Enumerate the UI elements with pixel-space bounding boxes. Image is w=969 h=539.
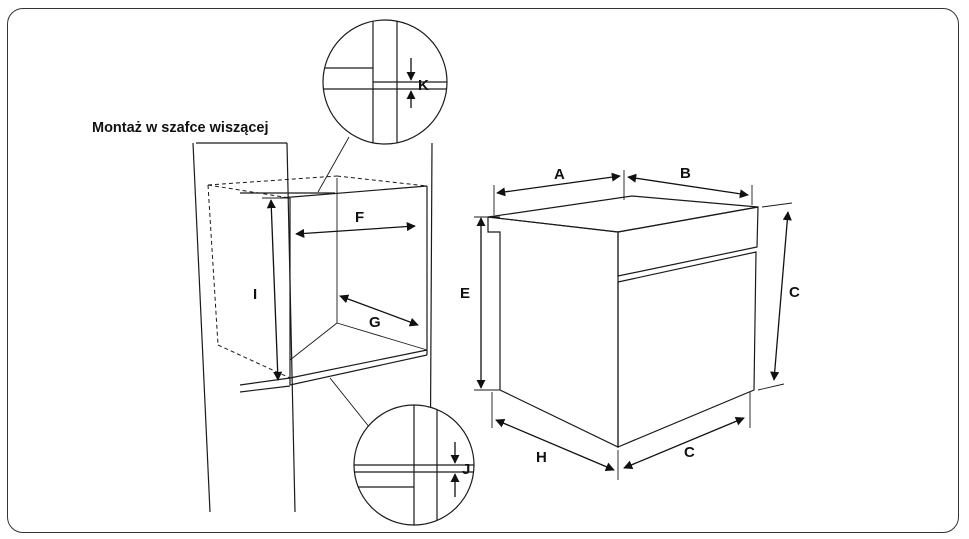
dimension-line-h — [495, 419, 615, 471]
label-b: B — [680, 165, 691, 182]
detail-circle-top — [322, 19, 448, 145]
label-e: E — [460, 285, 470, 302]
label-k: K — [418, 77, 429, 94]
label-a: A — [554, 166, 565, 183]
label-g: G — [369, 314, 381, 331]
dimension-line-a — [496, 172, 621, 197]
label-f: F — [355, 209, 364, 226]
dimension-line-f — [295, 222, 416, 238]
dimension-line-i — [266, 199, 283, 381]
oven-drawing — [487, 195, 759, 448]
diagram-caption: Montaż w szafce wiszącej — [92, 120, 268, 136]
diagram-frame — [7, 8, 959, 533]
label-c-side: C — [684, 444, 695, 461]
detail-circle-bottom — [353, 404, 475, 526]
label-h: H — [536, 449, 547, 466]
dimension-line-c-side — [623, 416, 745, 470]
dimension-line-c-front — [770, 211, 792, 381]
label-c-front: C — [789, 284, 800, 301]
dimension-line-b — [627, 173, 749, 199]
cabinet-drawing — [192, 136, 433, 513]
label-j: J — [462, 461, 470, 478]
label-i: I — [253, 286, 257, 303]
dimension-line-g — [339, 294, 419, 327]
